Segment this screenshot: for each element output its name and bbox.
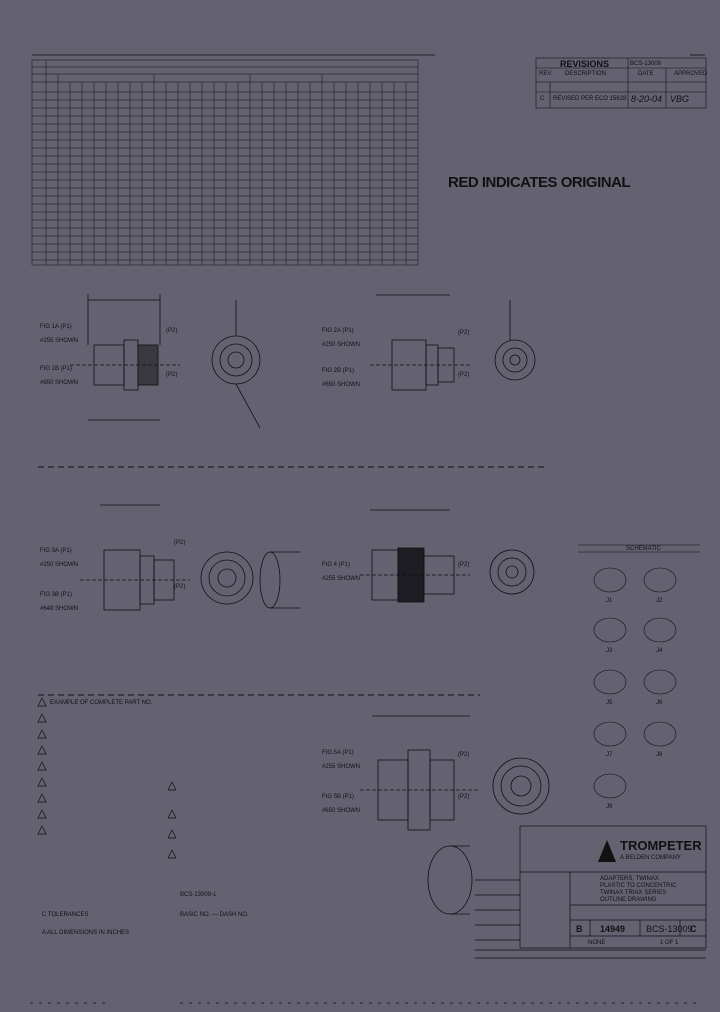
title-block [475, 825, 707, 959]
schematic-label-j2: J2 [656, 598, 663, 604]
trompeter-logo-icon [598, 840, 616, 862]
fig4-label: FIG 4 (P1) [322, 562, 351, 568]
revisions-col-description: DESCRIPTION [565, 71, 607, 77]
title-line-2: PLASTIC TO CONCENTRIC [600, 883, 677, 889]
schematic-label-j7: J7 [606, 752, 613, 758]
fig3-connector [80, 504, 300, 611]
fig2-connector [370, 294, 536, 391]
revisions-col-date: DATE [638, 71, 654, 77]
fig3a-sub: #250 SHOWN [40, 562, 79, 568]
fig2a-sub: #250 SHOWN [322, 342, 361, 348]
dimension-table [31, 59, 419, 266]
title-block-dwg-no: BCS-13009 [646, 924, 693, 934]
fig3b-sub: #648 SHOWN [40, 606, 79, 612]
schematic-label-j5: J5 [606, 700, 613, 706]
revisions-doc-no: BCS-13009 [630, 61, 662, 67]
fig1a-label: FIG 1A (P1) [40, 324, 72, 330]
schematic-block [578, 544, 700, 799]
fig2a-label: FIG 2A (P1) [322, 328, 354, 334]
schematic-label-j8: J8 [656, 752, 663, 758]
fig1-connector [70, 294, 261, 429]
title-line-3: TWINAX TRIAX SERIES [600, 890, 667, 896]
title-block-cage: 14949 [600, 924, 626, 934]
fig2b-sub: #650 SHOWN [322, 382, 361, 388]
schematic-title: SCHEMATIC [626, 546, 661, 552]
schematic-label-j3: J3 [606, 648, 613, 654]
company-name: TROMPETER [620, 838, 702, 853]
company-sub: A BELDEN COMPANY [620, 855, 681, 861]
fig5-p2-top: (P2) [458, 752, 470, 758]
schematic-label-j1: J1 [606, 598, 613, 604]
title-block-sheet: 1 OF 1 [660, 940, 679, 946]
title-line-1: ADAPTERS, TWINAX [600, 876, 659, 882]
fig5a-label: FIG 5A (P1) [322, 750, 354, 756]
fig3-p2-top: (P2) [174, 540, 186, 546]
fig1a-sub: #255 SHOWN [40, 338, 79, 344]
revisions-row-description: REVISED PER ECO 15628 [553, 96, 627, 102]
fig1-p2-top: (P2) [166, 328, 178, 334]
revisions-row-approved: VBG [670, 94, 690, 104]
fig2-p2-top: (P2) [458, 330, 470, 336]
revisions-row-date: 8-20-04 [631, 94, 663, 104]
fig4-p2: (P2) [458, 562, 470, 568]
schematic-label-j4: J4 [656, 648, 663, 654]
note-example-sub: BASIC NO. — DASH NO. [180, 912, 249, 918]
fig4-sub: #255 SHOWN [322, 576, 361, 582]
fig5b-label: FIG 5B (P1) [322, 794, 355, 800]
fig1-p2-bottom: (P2) [166, 372, 178, 378]
fig3a-label: FIG 3A (P1) [40, 548, 72, 554]
fig5b-sub: #650 SHOWN [322, 808, 361, 814]
title-block-size: B [576, 924, 583, 934]
note-markers [37, 697, 177, 859]
revisions-col-approved: APPROVED [674, 71, 708, 77]
revision-block [535, 57, 707, 109]
fig4-connector [360, 509, 535, 603]
revisions-row-rev: C [540, 96, 545, 102]
fig2-p2-bottom: (P2) [458, 372, 470, 378]
title-block-rev: C [690, 924, 697, 934]
fig5-p2-bottom: (P2) [458, 794, 470, 800]
title-block-scale: NONE [588, 940, 606, 946]
schematic-label-j6: J6 [656, 700, 663, 706]
note-example: EXAMPLE OF COMPLETE PART NO. [50, 700, 153, 706]
note-a: A ALL DIMENSIONS IN INCHES [42, 930, 130, 936]
fig3b-label: FIG 3B (P1) [40, 592, 73, 598]
note-c: C TOLERANCES [42, 912, 89, 918]
revisions-rev-label: REV [539, 71, 552, 77]
schematic-label-j9: J9 [606, 804, 613, 810]
fig3-p2-bottom: (P2) [174, 584, 186, 590]
title-line-4: OUTLINE DRAWING [600, 897, 657, 903]
revisions-title: REVISIONS [560, 59, 610, 69]
note-example-pn: BCS-13009-1 [180, 892, 217, 898]
fig5a-sub: #255 SHOWN [322, 764, 361, 770]
fig2b-label: FIG 2B (P1) [322, 368, 355, 374]
fig1b-label: FIG 1B (P1) [40, 366, 73, 372]
fig5-connector [360, 715, 550, 915]
fig1b-sub: #650 SHOWN [40, 380, 79, 386]
red-indicates-original-note: RED INDICATES ORIGINAL [448, 174, 631, 191]
